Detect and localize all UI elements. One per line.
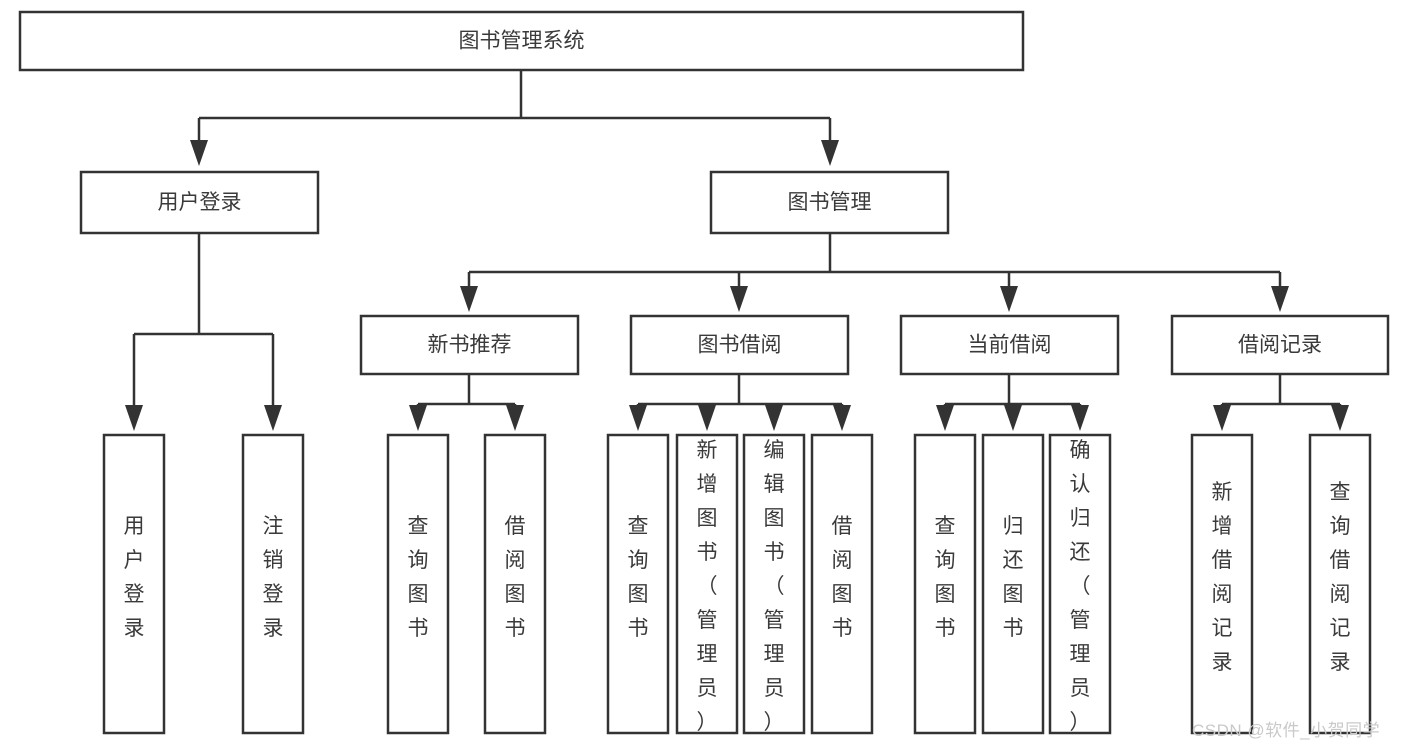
arrow-head-icon xyxy=(190,140,208,166)
node-box[interactable] xyxy=(810,433,874,735)
arrow-head-icon xyxy=(1271,286,1289,312)
node-box[interactable] xyxy=(1190,433,1254,735)
arrow-head-icon xyxy=(506,405,524,431)
node-box[interactable] xyxy=(981,433,1045,735)
node-leaf-query-record[interactable]: 查询借阅记录 xyxy=(1308,433,1372,735)
node-leaf-borrow-book-2[interactable]: 借阅图书 xyxy=(810,433,874,735)
node-leaf-query-book-3[interactable]: 查询图书 xyxy=(913,433,977,735)
node-label: 新书推荐 xyxy=(428,334,512,357)
node-leaf-query-book-2[interactable]: 查询图书 xyxy=(606,433,670,735)
node-label: 图书管理 xyxy=(788,191,872,214)
node-label: 用户登录 xyxy=(124,515,145,640)
node-box[interactable] xyxy=(629,314,850,376)
node-book-borrow[interactable]: 图书借阅 xyxy=(629,314,850,376)
arrow-head-icon xyxy=(1071,405,1089,431)
arrow-head-icon xyxy=(1331,405,1349,431)
node-user-login[interactable]: 用户登录 xyxy=(79,170,320,235)
node-leaf-edit-book[interactable]: 编辑图书（管理员） xyxy=(742,433,806,735)
node-leaf-confirm-return[interactable]: 确认归还（管理员） xyxy=(1048,433,1112,735)
arrow-head-icon xyxy=(409,405,427,431)
node-leaf-add-book[interactable]: 新增图书（管理员） xyxy=(675,433,739,735)
arrow-head-icon xyxy=(821,140,839,166)
node-box[interactable] xyxy=(606,433,670,735)
node-box[interactable] xyxy=(18,10,1025,72)
node-leaf-user-login[interactable]: 用户登录 xyxy=(102,433,166,735)
node-label: 借阅图书 xyxy=(505,515,526,640)
arrow-head-icon xyxy=(1213,405,1231,431)
node-box[interactable] xyxy=(102,433,166,735)
node-box[interactable] xyxy=(742,433,806,735)
arrow-head-icon xyxy=(460,286,478,312)
node-book-manage[interactable]: 图书管理 xyxy=(709,170,950,235)
node-leaf-borrow-book-1[interactable]: 借阅图书 xyxy=(483,433,547,735)
node-layer: 图书管理系统用户登录图书管理新书推荐图书借阅当前借阅借阅记录用户登录注销登录查询… xyxy=(18,10,1390,735)
node-label: 用户登录 xyxy=(158,191,242,214)
node-box[interactable] xyxy=(899,314,1120,376)
node-box[interactable] xyxy=(386,433,450,735)
node-box[interactable] xyxy=(709,170,950,235)
arrow-head-icon xyxy=(264,405,282,431)
connector-group-new-book-rec xyxy=(409,374,524,431)
connector-group-current-borrow xyxy=(936,374,1089,431)
node-leaf-logout[interactable]: 注销登录 xyxy=(241,433,305,735)
node-leaf-return-book[interactable]: 归还图书 xyxy=(981,433,1045,735)
arrow-head-icon xyxy=(1000,286,1018,312)
node-label: 当前借阅 xyxy=(968,334,1052,357)
arrow-head-icon xyxy=(698,405,716,431)
node-label: 编辑图书（管理员） xyxy=(764,439,785,734)
arrow-head-icon xyxy=(730,286,748,312)
node-borrow-record[interactable]: 借阅记录 xyxy=(1170,314,1390,376)
arrow-head-icon xyxy=(833,405,851,431)
node-label: 借阅图书 xyxy=(832,515,853,640)
node-box[interactable] xyxy=(1170,314,1390,376)
node-label: 图书借阅 xyxy=(698,334,782,357)
node-label: 新增图书（管理员） xyxy=(697,439,718,734)
node-box[interactable] xyxy=(1308,433,1372,735)
node-box[interactable] xyxy=(913,433,977,735)
arrow-head-icon xyxy=(936,405,954,431)
arrow-head-icon xyxy=(125,405,143,431)
node-box[interactable] xyxy=(241,433,305,735)
node-box[interactable] xyxy=(675,433,739,735)
connector-group-book-manage xyxy=(460,233,1289,312)
node-label: 图书管理系统 xyxy=(459,30,585,53)
connector-group-root xyxy=(190,70,839,166)
node-label: 注销登录 xyxy=(263,515,284,640)
node-new-book-rec[interactable]: 新书推荐 xyxy=(359,314,580,376)
node-label: 归还图书 xyxy=(1003,515,1024,640)
node-label: 确认归还（管理员） xyxy=(1070,439,1091,734)
node-leaf-add-record[interactable]: 新增借阅记录 xyxy=(1190,433,1254,735)
node-box[interactable] xyxy=(1048,433,1112,735)
arrow-head-icon xyxy=(1004,405,1022,431)
node-current-borrow[interactable]: 当前借阅 xyxy=(899,314,1120,376)
node-label: 查询图书 xyxy=(935,515,956,640)
node-label: 借阅记录 xyxy=(1238,334,1322,357)
connector-group-user-login xyxy=(125,233,282,431)
node-box[interactable] xyxy=(483,433,547,735)
node-box[interactable] xyxy=(79,170,320,235)
connector-group-borrow-record xyxy=(1213,374,1349,431)
node-label: 查询借阅记录 xyxy=(1330,481,1351,674)
node-label: 新增借阅记录 xyxy=(1212,481,1233,674)
node-root[interactable]: 图书管理系统 xyxy=(18,10,1025,72)
node-leaf-query-book-1[interactable]: 查询图书 xyxy=(386,433,450,735)
arrow-head-icon xyxy=(629,405,647,431)
connector-group-book-borrow xyxy=(629,374,851,431)
arrow-head-icon xyxy=(765,405,783,431)
node-label: 查询图书 xyxy=(628,515,649,640)
node-label: 查询图书 xyxy=(408,515,429,640)
connector-layer xyxy=(125,70,1349,431)
node-box[interactable] xyxy=(359,314,580,376)
